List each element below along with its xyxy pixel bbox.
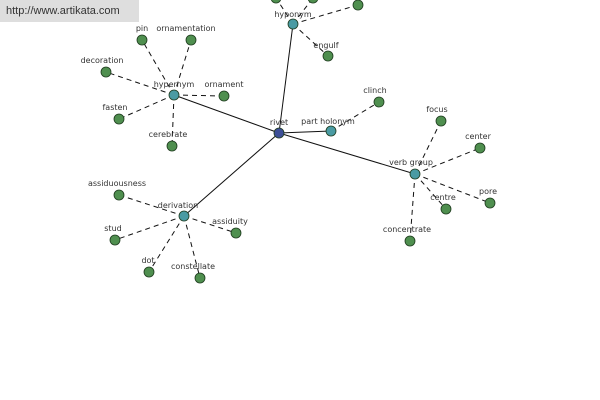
- edge-verb-group-center: [414, 147, 481, 175]
- edge-rivet-part-holonym: [278, 130, 332, 134]
- edge-hypernym-1-decoration: [105, 71, 175, 96]
- leaf-label-ornamentation: ornamentation: [156, 24, 215, 33]
- edge-derivation-stud: [114, 215, 185, 241]
- node-hyponym-leaf-b[interactable]: [307, 0, 319, 4]
- leaf-label-clinch: clinch: [363, 86, 386, 95]
- node-decoration[interactable]: [100, 66, 112, 78]
- node-centre[interactable]: [440, 203, 452, 215]
- leaf-label-engulf: engulf: [313, 41, 338, 50]
- node-derivation[interactable]: [178, 210, 190, 222]
- leaf-label-focus: focus: [426, 105, 447, 114]
- leaf-label-cerebrate: cerebrate: [149, 130, 188, 139]
- node-assiduousness[interactable]: [113, 189, 125, 201]
- node-concentrate[interactable]: [404, 235, 416, 247]
- watermark-url: http://www.artikata.com: [0, 0, 139, 22]
- edge-rivet-derivation: [183, 132, 280, 217]
- node-rivet[interactable]: [273, 127, 285, 139]
- leaf-label-dot: dot: [141, 256, 154, 265]
- node-ornament[interactable]: [218, 90, 230, 102]
- leaf-label-decoration: decoration: [81, 56, 124, 65]
- edge-rivet-hypernym-1: [173, 94, 280, 134]
- edge-hyponym-hyponym-leaf-b: [292, 0, 313, 25]
- node-verb-group[interactable]: [409, 168, 421, 180]
- edge-derivation-assiduousness: [118, 194, 185, 217]
- edge-hypernym-1-pin: [141, 39, 175, 96]
- edge-verb-group-pore: [414, 173, 491, 204]
- leaf-label-pin: pin: [136, 24, 148, 33]
- leaf-label-assiduity: assiduity: [212, 217, 248, 226]
- leaf-label-ornament: ornament: [205, 80, 244, 89]
- node-engulf[interactable]: [322, 50, 334, 62]
- edge-hypernym-1-ornamentation: [173, 39, 192, 96]
- edge-derivation-dot: [148, 215, 185, 273]
- edge-verb-group-centre: [414, 173, 447, 210]
- graph-edges: [105, 0, 491, 279]
- node-constellate[interactable]: [194, 272, 206, 284]
- edge-verb-group-concentrate: [409, 173, 416, 242]
- leaf-label-pore: pore: [479, 187, 497, 196]
- leaf-label-center: center: [465, 132, 491, 141]
- edge-rivet-verb-group: [278, 132, 416, 175]
- node-ornamentation[interactable]: [185, 34, 197, 46]
- node-clinch[interactable]: [373, 96, 385, 108]
- node-hyponym[interactable]: [287, 18, 299, 30]
- node-cerebrate[interactable]: [166, 140, 178, 152]
- node-stud[interactable]: [109, 234, 121, 246]
- center-label-rivet: rivet: [270, 118, 288, 127]
- leaf-label-stud: stud: [104, 224, 121, 233]
- node-hyponym-leaf-a[interactable]: [270, 0, 282, 4]
- edge-rivet-hyponym: [278, 23, 294, 134]
- node-hyponym-leaf-c[interactable]: [352, 0, 364, 11]
- node-center[interactable]: [474, 142, 486, 154]
- graph-nodes: pin ornamentation decoration ornament fasten…: [81, 0, 497, 284]
- relation-label-derivation: derivation: [158, 201, 198, 210]
- relation-label-verb-group: verb group: [389, 158, 433, 167]
- relation-label-part-holonym: part holonym: [301, 117, 355, 126]
- edge-hyponym-hyponym-leaf-c: [292, 4, 359, 25]
- node-hypernym-1[interactable]: [168, 89, 180, 101]
- node-dot[interactable]: [143, 266, 155, 278]
- edge-derivation-assiduity: [183, 215, 237, 234]
- leaf-label-fasten: fasten: [102, 103, 127, 112]
- node-pore[interactable]: [484, 197, 496, 209]
- leaf-label-concentrate: concentrate: [383, 225, 431, 234]
- edge-verb-group-focus: [414, 120, 442, 175]
- edge-hypernym-1-fasten: [118, 94, 175, 120]
- leaf-label-assiduousness: assiduousness: [88, 179, 146, 188]
- leaf-label-centre: centre: [430, 193, 456, 202]
- node-focus[interactable]: [435, 115, 447, 127]
- node-part-holonym[interactable]: [325, 125, 337, 137]
- relation-label-hyponym: hyponym: [274, 10, 312, 19]
- leaf-label-constellate: constellate: [171, 262, 215, 271]
- edge-derivation-constellate: [183, 215, 201, 279]
- edge-part-holonym-clinch: [330, 101, 380, 132]
- node-assiduity[interactable]: [230, 227, 242, 239]
- relation-label-hypernym-1: hypernym: [154, 80, 195, 89]
- edge-hyponym-engulf: [292, 23, 329, 57]
- node-fasten[interactable]: [113, 113, 125, 125]
- node-pin[interactable]: [136, 34, 148, 46]
- edge-hypernym-1-ornament: [173, 94, 225, 97]
